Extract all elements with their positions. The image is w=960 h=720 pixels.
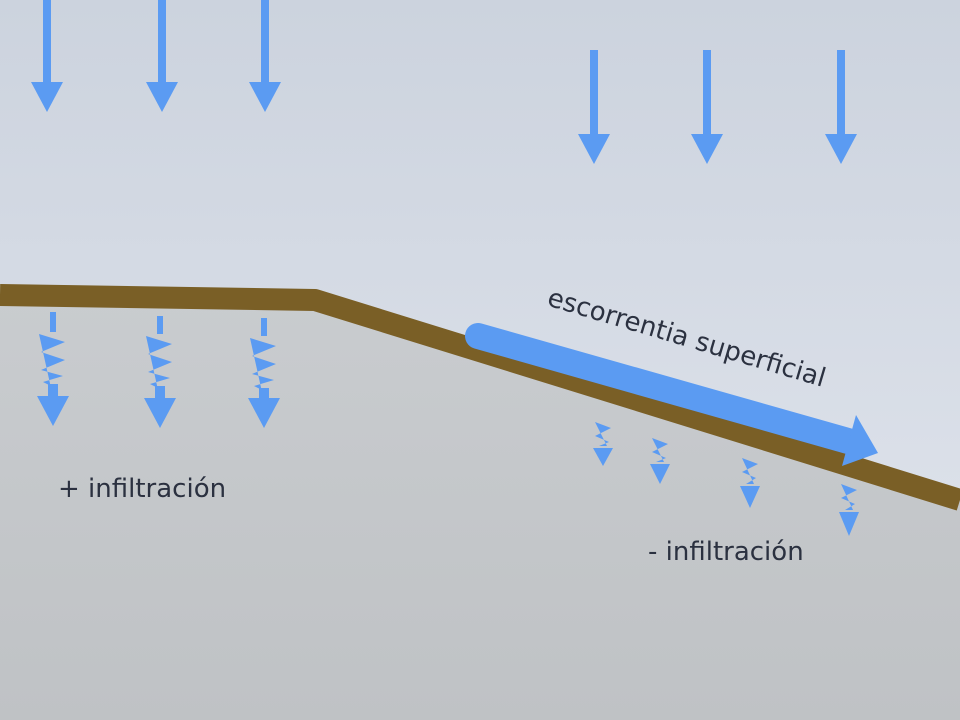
infiltration-arrow-icon xyxy=(248,318,280,428)
infiltration-arrow-icon xyxy=(144,316,176,428)
infiltration-less-label: - infiltración xyxy=(648,537,804,567)
infiltration-arrow-icon xyxy=(740,458,760,508)
infiltration-arrow-icon xyxy=(650,438,670,484)
infiltration-arrow-icon xyxy=(839,484,859,536)
infiltration-arrows-small xyxy=(593,422,859,536)
infiltration-more-label: + infiltración xyxy=(58,474,226,504)
rain-arrow-icon xyxy=(825,50,857,164)
infiltration-arrow-icon xyxy=(593,422,613,466)
rain-arrows-slope xyxy=(578,50,857,164)
rain-arrow-icon xyxy=(249,0,281,112)
rain-arrow-icon xyxy=(578,50,610,164)
soil-surface-line xyxy=(0,284,960,511)
rain-arrows-flat xyxy=(31,0,281,112)
ground-area xyxy=(0,295,960,720)
infiltration-arrows-large xyxy=(37,312,280,428)
infiltration-arrow-icon xyxy=(37,312,69,426)
rain-arrow-icon xyxy=(146,0,178,112)
rain-arrow-icon xyxy=(691,50,723,164)
runoff-arrow-icon xyxy=(465,323,878,466)
rain-arrow-icon xyxy=(31,0,63,112)
